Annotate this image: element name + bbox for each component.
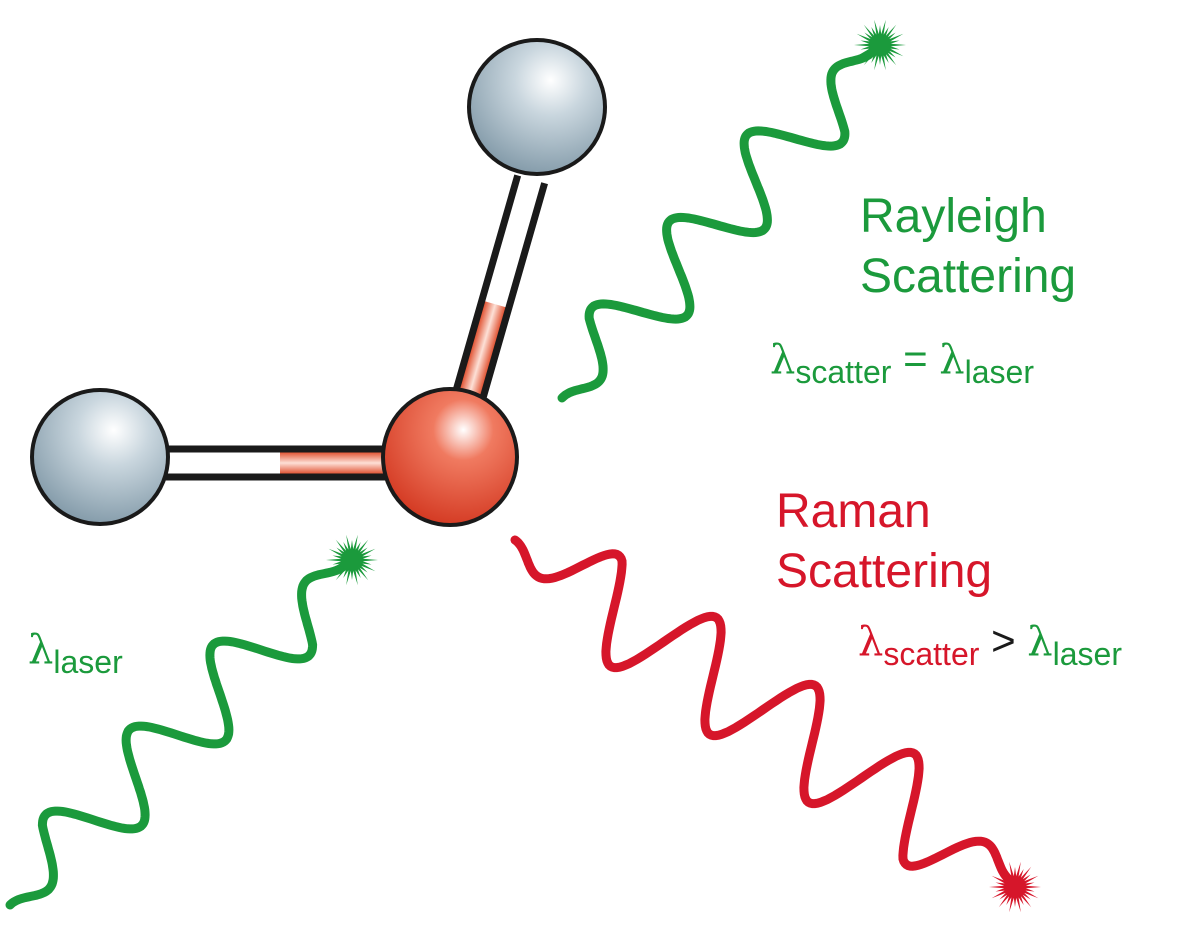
raman-title-line1: Raman	[776, 485, 931, 538]
raman-spark-icon	[989, 861, 1041, 913]
lambda-symbol: λ	[28, 627, 54, 673]
atom-left	[30, 388, 170, 526]
incident-laser-wave	[5, 560, 350, 910]
rayleigh-title-line2: Scattering	[860, 250, 1077, 303]
rayleigh-equation: λscatter = λlaser	[770, 335, 1034, 390]
incident-label: λlaser	[28, 628, 123, 678]
subscript: laser	[53, 644, 123, 680]
subscript: laser	[1052, 636, 1122, 672]
operator: >	[991, 617, 1016, 664]
bond-left	[160, 445, 400, 481]
raman-scattered-wave	[510, 535, 1015, 885]
atom-top	[467, 38, 607, 176]
raman-title-line2: Scattering	[776, 545, 993, 598]
bond-top	[448, 174, 548, 415]
lambda-symbol: λ	[1027, 619, 1053, 665]
lambda-symbol: λ	[770, 337, 796, 383]
rayleigh-scattered-wave	[557, 47, 877, 403]
subscript: scatter	[795, 354, 892, 390]
incident-spark-icon	[326, 534, 378, 586]
rayleigh-title-line1: Rayleigh	[860, 190, 1047, 243]
operator: =	[903, 335, 928, 382]
subscript: scatter	[883, 636, 980, 672]
rayleigh-spark-icon	[854, 19, 906, 71]
subscript: laser	[964, 354, 1034, 390]
lambda-symbol: λ	[939, 337, 965, 383]
lambda-symbol: λ	[858, 619, 884, 665]
atom-center	[381, 387, 519, 527]
raman-equation: λscatter > λlaser	[858, 617, 1122, 672]
